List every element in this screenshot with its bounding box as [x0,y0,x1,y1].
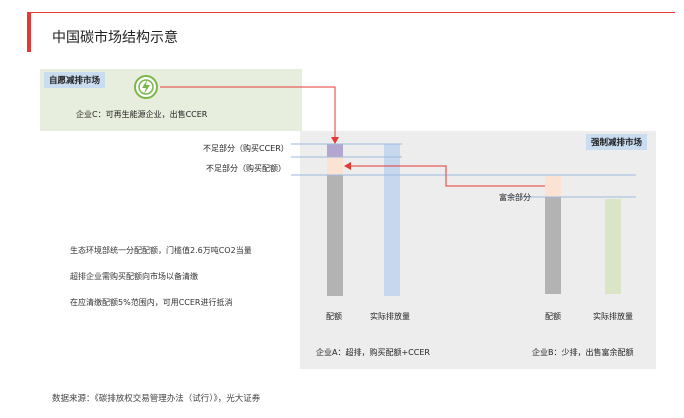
surplus-block [545,176,561,197]
surplus-label: 富余部分 [499,193,531,202]
actual-a-label: 实际排放量 [370,312,410,321]
quota-flow-arrow [351,165,545,187]
note-2: 超排企业需购买配额向市场以备清缴 [70,272,198,281]
shortfall-quota-label: 不足部分（购买配额） [206,164,286,173]
note-1: 生态环境部统一分配配额，门槛值2.6万吨CO2当量 [70,246,252,255]
company-a-quota-bar [327,175,343,296]
voluntary-market-tag: 自愿减排市场 [44,72,106,88]
mandatory-market-panel [300,131,656,369]
page-title: 中国碳市场结构示意 [52,30,178,46]
company-b-quota-bar [545,197,561,294]
company-c-label: 企业C：可再生能源企业，出售CCER [76,110,208,119]
renewable-energy-icon [134,75,158,99]
source-note: 数据来源：《碳排放权交易管理办法（试行）》，光大证券 [52,394,261,404]
quota-arrowhead [344,162,351,170]
note-3: 在应清缴配额5%范围内，可用CCER进行抵消 [70,298,233,307]
mandatory-market-tag: 强制减排市场 [586,134,648,150]
company-b-actual-bar [605,199,621,294]
ccer-purchase-block [327,144,343,157]
ccer-flow-arrow [160,86,336,138]
company-a-label: 企业A：超排，购买配额+CCER [316,348,430,357]
company-a-actual-bar [384,144,400,296]
ccer-arrowhead [331,137,339,144]
shortfall-ccer-label: 不足部分（购买CCER） [203,144,289,153]
title-accent-bar [27,12,31,52]
quota-purchase-block [327,157,343,175]
top-divider [27,12,675,13]
quota-a-label: 配额 [326,312,342,321]
actual-b-label: 实际排放量 [593,312,633,321]
quota-b-label: 配额 [545,312,561,321]
company-b-label: 企业B：少排，出售富余配额 [532,348,634,357]
